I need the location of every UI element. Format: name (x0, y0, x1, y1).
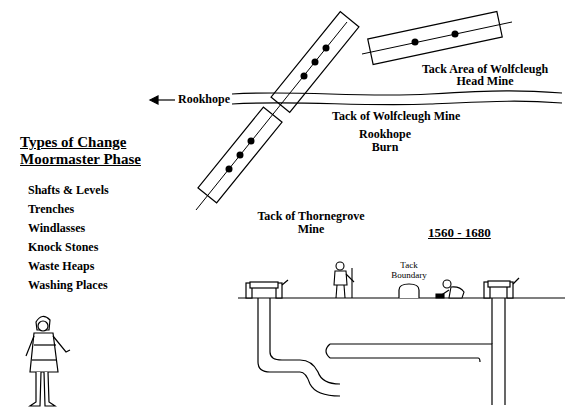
moormaster-figure (32, 359, 57, 360)
flow-arrow (150, 96, 158, 104)
vein-line (362, 22, 512, 54)
tack-label: Tack of Wolfcleugh Mine (332, 110, 460, 123)
tack-area (198, 107, 282, 203)
shaft-dot (312, 59, 319, 66)
change-item: Knock Stones (28, 241, 98, 254)
tack-area (271, 12, 359, 113)
shaft-dot (301, 73, 308, 80)
windlass (246, 278, 519, 298)
moormaster-figure (38, 321, 48, 331)
river-name: Rookhope Burn (352, 128, 418, 154)
miner-standing (351, 268, 352, 298)
miner-standing (336, 285, 337, 298)
ground-section (238, 298, 565, 405)
change-item: Windlasses (28, 222, 85, 235)
diagram-title: Types of Change Moormaster Phase (20, 134, 162, 167)
boundary-stone (399, 284, 419, 298)
flow-arrow (150, 96, 175, 104)
shaft-dot (323, 45, 330, 52)
ground-section (330, 358, 480, 362)
shaft-dot (452, 31, 459, 38)
moormaster-figure (30, 372, 41, 406)
boundary-label: Tack Boundary (384, 261, 434, 281)
shaft-dot (412, 39, 419, 46)
ground-section (270, 298, 300, 360)
tack-label: Tack of Thornegrove Mine (246, 210, 376, 236)
moormaster-figure (53, 336, 70, 352)
rookhope-burn (232, 91, 562, 105)
ground-section (330, 344, 492, 405)
moormaster-figure (36, 316, 50, 330)
miner-kneeling (443, 280, 451, 288)
shaft-dot (237, 152, 244, 159)
ground-section (326, 344, 330, 358)
miner-standing (336, 262, 344, 270)
moormaster-figure (34, 344, 56, 345)
moormaster-figure (26, 336, 34, 356)
miner-standing (344, 285, 345, 298)
tack-label: Tack Area of Wolfcleugh Head Mine (418, 63, 552, 87)
shaft-dot (226, 166, 233, 173)
windlass (282, 280, 288, 285)
windlass (513, 278, 519, 284)
vein-line (196, 22, 347, 210)
river-name: Rookhope (178, 93, 230, 106)
rookhope-burn (232, 91, 562, 95)
tack-area (368, 12, 503, 65)
ground-section (504, 298, 505, 405)
ground-section (258, 298, 300, 372)
flow-arrow (156, 99, 175, 100)
change-item: Waste Heaps (28, 260, 94, 273)
moormaster-figure (30, 333, 58, 372)
moormaster-figure (44, 372, 55, 406)
shaft-dot (248, 138, 255, 145)
change-item: Washing Places (28, 279, 108, 292)
windlass (488, 281, 510, 287)
miner-standing (346, 274, 354, 282)
miner-standing (334, 271, 347, 285)
date-range: 1560 - 1680 (428, 226, 491, 240)
ground-section (300, 360, 340, 384)
miner-kneeling (436, 294, 444, 298)
ground-section (300, 372, 340, 396)
moormaster-figure (26, 316, 70, 406)
boundary-stone (399, 284, 419, 298)
miner-standing (334, 262, 354, 298)
change-item: Trenches (28, 203, 74, 216)
miner-kneeling (449, 287, 464, 298)
ground-section (491, 298, 492, 344)
windlass (250, 282, 278, 288)
shaft-dot (226, 31, 459, 173)
change-item: Shafts & Levels (28, 184, 109, 197)
vein-line (196, 22, 512, 210)
tack-area (198, 12, 502, 203)
miner-kneeling (436, 280, 464, 298)
